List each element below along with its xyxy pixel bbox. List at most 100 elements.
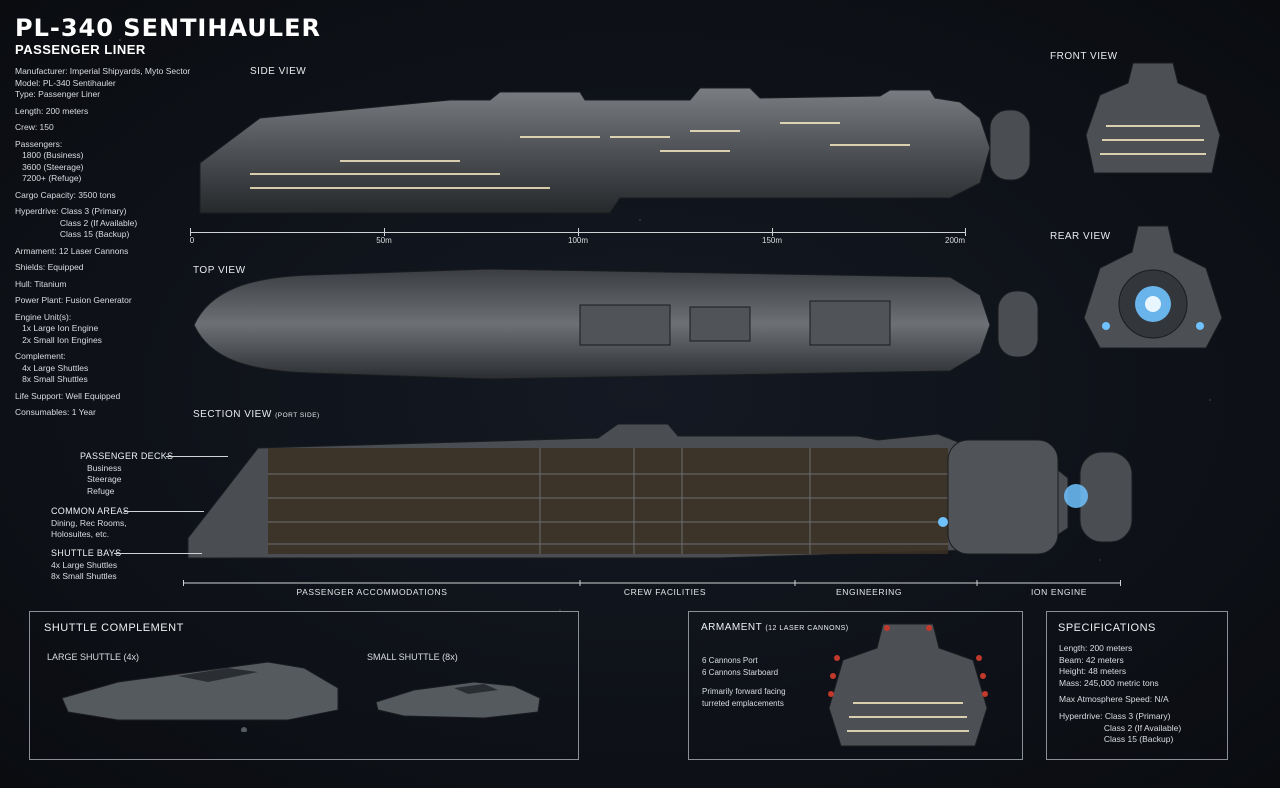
callout-shuttle-bays: SHUTTLE BAYS 4x Large Shuttles 8x Small … xyxy=(51,548,121,583)
spec-line: Class 2 (If Available) xyxy=(15,217,138,228)
side-view-label: SIDE VIEW xyxy=(250,66,307,77)
spec-line: Power Plant: Fusion Generator xyxy=(15,295,132,305)
spec-line: Model: PL-340 Sentihauler xyxy=(15,77,116,88)
spec-line: Complement: xyxy=(15,351,66,361)
spec-box-line: Mass: 245,000 metric tons xyxy=(1059,677,1159,688)
spec-list: Manufacturer: Imperial Shipyards, Myto S… xyxy=(15,66,190,419)
spec-box-line: Length: 200 meters xyxy=(1059,643,1133,653)
callout-leader-line xyxy=(124,511,204,512)
scale-label: 200m xyxy=(944,236,966,245)
scale-label: 150m xyxy=(761,236,783,245)
section-label: ENGINEERING xyxy=(835,587,903,597)
callout-item: 8x Small Shuttles xyxy=(51,571,117,581)
section-label: PASSENGER ACCOMMODATIONS xyxy=(296,587,448,597)
spec-line: 1800 (Business) xyxy=(15,150,84,160)
callout-leader-line xyxy=(114,553,202,554)
spec-line: 4x Large Shuttles xyxy=(15,362,89,373)
shuttle-box-title: SHUTTLE COMPLEMENT xyxy=(44,622,184,634)
front-view-ship xyxy=(1085,62,1221,174)
callout-item: Steerage xyxy=(87,474,122,484)
spec-line: Shields: Equipped xyxy=(15,262,84,272)
page-subtitle: PASSENGER LINER xyxy=(15,42,146,57)
spec-line: 1x Large Ion Engine xyxy=(15,323,99,333)
spec-line: 2x Small Ion Engines xyxy=(15,334,102,345)
front-view-label: FRONT VIEW xyxy=(1050,51,1118,62)
spec-line: 3600 (Steerage) xyxy=(15,161,84,172)
shuttle-complement-box: SHUTTLE COMPLEMENT LARGE SHUTTLE (4x) SM… xyxy=(29,611,579,760)
section-view-ship xyxy=(187,423,1133,559)
scale-label: 50m xyxy=(376,236,392,245)
scale-tick xyxy=(578,228,579,236)
spec-line: Type: Passenger Liner xyxy=(15,89,101,99)
spec-line: Consumables: 1 Year xyxy=(15,407,96,417)
scale-tick xyxy=(190,228,191,236)
spec-box-line: Class 2 (If Available) xyxy=(1059,722,1182,733)
spec-line: 8x Small Shuttles xyxy=(15,374,88,384)
armament-title: ARMAMENT xyxy=(701,622,763,633)
large-shuttle-image xyxy=(61,661,339,732)
section-view-note: (PORT SIDE) xyxy=(275,412,320,419)
section-label: ION ENGINE xyxy=(1030,587,1088,597)
spec-line: Hull: Titanium xyxy=(15,278,67,289)
armament-line: turreted emplacements xyxy=(702,698,784,708)
specifications-title: SPECIFICATIONS xyxy=(1058,622,1156,634)
spec-box-line: Beam: 42 meters xyxy=(1059,654,1124,665)
top-view-ship xyxy=(193,268,1039,380)
scale-label: 0 xyxy=(189,236,195,245)
section-divider xyxy=(183,580,1121,586)
spec-box-line: Hyperdrive: Class 3 (Primary) xyxy=(1059,710,1171,721)
section-label: CREW FACILITIES xyxy=(623,587,707,597)
armament-title-note: (12 LASER CANNONS) xyxy=(765,625,849,632)
callout-item: Business xyxy=(87,462,122,473)
armament-box-title: ARMAMENT (12 LASER CANNONS) xyxy=(701,622,849,633)
spec-box-line: Class 15 (Backup) xyxy=(1059,734,1174,745)
spec-line: Class 15 (Backup) xyxy=(15,229,130,239)
spec-line: Engine Unit(s): xyxy=(15,311,72,322)
scale-label: 100m xyxy=(567,236,589,245)
callout-head: SHUTTLE BAYS xyxy=(51,548,122,558)
spec-line: 7200+ (Refuge) xyxy=(15,173,82,183)
callout-item: 4x Large Shuttles xyxy=(51,559,118,570)
section-view-title: SECTION VIEW xyxy=(193,409,272,420)
small-shuttle-label: SMALL SHUTTLE (8x) xyxy=(367,652,458,662)
armament-line: 6 Cannons Port xyxy=(702,656,758,665)
callout-head: COMMON AREAS xyxy=(51,506,130,516)
armament-details: 6 Cannons Port 6 Cannons Starboard Prima… xyxy=(702,655,786,709)
spec-box-line: Height: 48 meters xyxy=(1059,666,1127,677)
armament-spacer xyxy=(702,678,786,686)
callout-common-areas: COMMON AREAS Dining, Rec Rooms, Holosuit… xyxy=(51,506,129,541)
spec-line: Crew: 150 xyxy=(15,122,54,132)
scale-tick xyxy=(772,228,773,236)
length-scale: 0 50m 100m 150m 200m xyxy=(190,226,966,250)
spec-line: Hyperdrive: Class 3 (Primary) xyxy=(15,206,127,216)
callout-passenger-decks: PASSENGER DECKS Business Steerage Refuge xyxy=(80,451,173,497)
callout-leader-line xyxy=(166,456,228,457)
scale-tick xyxy=(384,228,385,236)
spec-line: Armament: 12 Laser Cannons xyxy=(15,245,129,256)
small-shuttle-image xyxy=(375,681,541,719)
callout-item: Refuge xyxy=(87,485,115,496)
spec-line: Manufacturer: Imperial Shipyards, Myto S… xyxy=(15,66,191,76)
section-view-label: SECTION VIEW (PORT SIDE) xyxy=(193,409,320,420)
side-view-ship xyxy=(199,87,1031,214)
spec-line: Life Support: Well Equipped xyxy=(15,390,121,401)
page-title: PL-340 SENTIHAULER xyxy=(15,14,321,42)
rear-view-ship xyxy=(1083,225,1223,349)
armament-front-image xyxy=(828,623,988,747)
scale-tick xyxy=(965,228,966,236)
spec-line: Cargo Capacity: 3500 tons xyxy=(15,189,116,200)
callout-item: Dining, Rec Rooms, xyxy=(51,517,127,528)
spec-box-line: Max Atmosphere Speed: N/A xyxy=(1059,694,1169,705)
callout-item: Holosuites, etc. xyxy=(51,529,110,539)
spec-line: Passengers: xyxy=(15,138,63,149)
callout-head: PASSENGER DECKS xyxy=(80,451,174,461)
large-shuttle-label: LARGE SHUTTLE (4x) xyxy=(47,652,140,662)
spec-line: Length: 200 meters xyxy=(15,105,89,116)
armament-box: ARMAMENT (12 LASER CANNONS) 6 Cannons Po… xyxy=(688,611,1023,760)
armament-line: 6 Cannons Starboard xyxy=(702,667,779,677)
top-view-label: TOP VIEW xyxy=(193,265,246,276)
rear-view-label: REAR VIEW xyxy=(1050,231,1111,242)
armament-line: Primarily forward facing xyxy=(702,687,786,696)
